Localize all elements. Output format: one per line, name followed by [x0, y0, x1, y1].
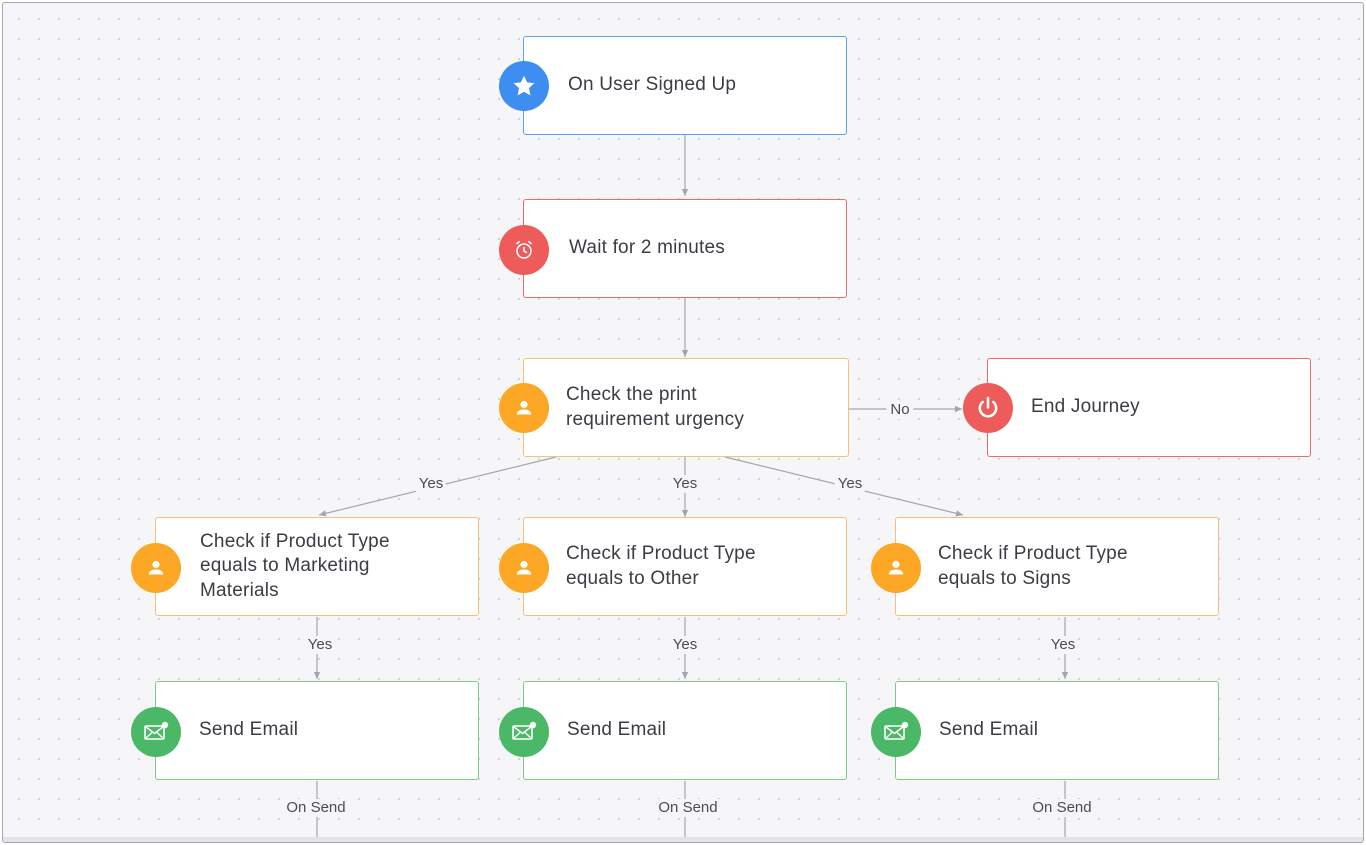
- node-send-email[interactable]: Send Email: [155, 681, 479, 780]
- node-check-urgency[interactable]: Check the print requirement urgency: [523, 358, 849, 457]
- email-icon: [499, 707, 549, 757]
- edge-label-yes: Yes: [834, 475, 866, 493]
- edge-label-on-send: On Send: [283, 799, 349, 817]
- power-icon: [963, 383, 1013, 433]
- node-label: On User Signed Up: [568, 74, 737, 96]
- canvas-bottom-edge: [3, 837, 1363, 842]
- node-label: Wait for 2 minutes: [569, 237, 725, 259]
- node-label: Check the print requirement urgency: [566, 384, 745, 430]
- email-icon: [131, 707, 181, 757]
- node-label: End Journey: [1031, 396, 1140, 418]
- edge-label-yes: Yes: [1047, 636, 1079, 654]
- node-label: Check if Product Type equals to Signs: [938, 543, 1128, 589]
- edge-label-on-send: On Send: [655, 799, 721, 817]
- edge-label-on-send: On Send: [1029, 799, 1095, 817]
- user-icon: [131, 543, 181, 593]
- edge-label-yes: Yes: [415, 475, 447, 493]
- node-label: Send Email: [199, 719, 299, 741]
- user-icon: [871, 543, 921, 593]
- user-icon: [499, 383, 549, 433]
- node-check-signs[interactable]: Check if Product Type equals to Signs: [895, 517, 1219, 616]
- node-send-email[interactable]: Send Email: [895, 681, 1219, 780]
- node-label: Check if Product Type equals to Marketin…: [200, 530, 390, 601]
- node-check-marketing-materials[interactable]: Check if Product Type equals to Marketin…: [155, 517, 479, 616]
- node-wait[interactable]: Wait for 2 minutes: [523, 199, 847, 298]
- edge-label-no: No: [886, 401, 914, 419]
- node-label: Send Email: [939, 719, 1039, 741]
- node-trigger-user-signed-up[interactable]: On User Signed Up: [523, 36, 847, 135]
- node-label: Send Email: [567, 719, 667, 741]
- node-end-journey[interactable]: End Journey: [987, 358, 1311, 457]
- star-icon: [499, 61, 549, 111]
- edge-label-yes: Yes: [304, 636, 336, 654]
- user-icon: [499, 543, 549, 593]
- node-send-email[interactable]: Send Email: [523, 681, 847, 780]
- email-icon: [871, 707, 921, 757]
- edge-label-yes: Yes: [669, 475, 701, 493]
- node-check-other[interactable]: Check if Product Type equals to Other: [523, 517, 847, 616]
- clock-icon: [499, 225, 549, 275]
- edge-label-yes: Yes: [669, 636, 701, 654]
- node-label: Check if Product Type equals to Other: [566, 543, 756, 589]
